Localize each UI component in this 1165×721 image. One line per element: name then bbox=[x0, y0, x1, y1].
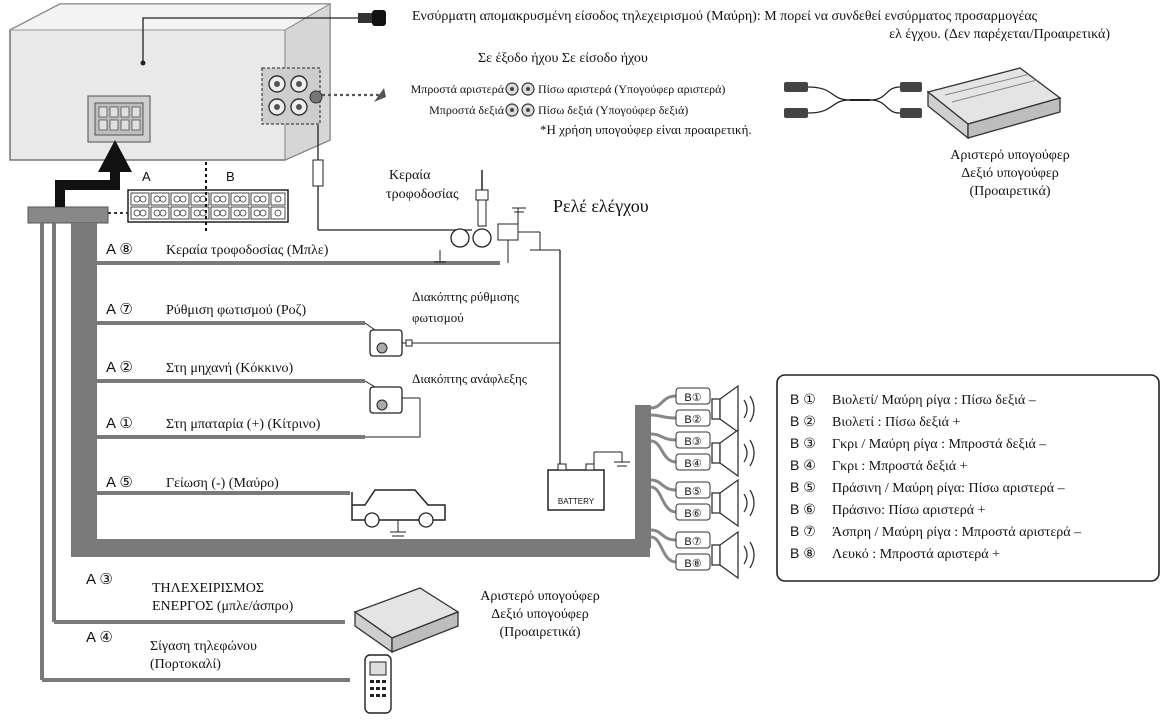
phone-icon bbox=[364, 654, 392, 714]
subwoofer-amp-top-icon bbox=[926, 67, 1062, 140]
wire-code-a7: A ⑦ bbox=[106, 301, 133, 318]
svg-text:B⑦: B⑦ bbox=[684, 536, 701, 548]
car-ground-icon bbox=[351, 489, 446, 537]
phone-mute-code: A ④ bbox=[86, 629, 113, 646]
rear-left-label: Πίσω αριστερά (Υπογούφερ αριστερά) bbox=[538, 82, 725, 96]
connector-label-b: B bbox=[226, 169, 235, 184]
iso-connector: A B bbox=[127, 162, 289, 232]
battery-icon: BATTERY bbox=[547, 451, 630, 511]
connector-label-a: A bbox=[142, 169, 151, 184]
wire-label-a7: Ρύθμιση φωτισμού (Ροζ) bbox=[166, 303, 306, 318]
speaker-legend-box bbox=[776, 374, 1160, 582]
subwoofer-top-line1: Αριστερό υπογούφερ bbox=[950, 148, 1069, 163]
legend-code: B ③ bbox=[790, 435, 816, 451]
remote-plug-icon bbox=[358, 10, 386, 26]
wire-code-a1: A ① bbox=[106, 415, 133, 432]
front-right-label: Μπροστά δεξιά bbox=[429, 103, 505, 117]
wire-code-a5: A ⑤ bbox=[106, 474, 133, 491]
legend-label: Λευκό : Μπροστά αριστερά + bbox=[832, 547, 1000, 562]
speaker-tag: B⑥ bbox=[675, 503, 711, 521]
remote-active-line2: ΕΝΕΡΓΟΣ (μπλε/άσπρο) bbox=[152, 599, 294, 614]
antenna-label-line2: τροφοδοσίας bbox=[386, 187, 459, 202]
subwoofer-bottom-line2: Δεξιό υπογούφερ bbox=[491, 607, 588, 622]
speaker-tag-list: B① B② B③ B④ B⑤ B⑥ B⑦ B⑧ bbox=[675, 387, 711, 571]
svg-text:B④: B④ bbox=[684, 458, 701, 470]
legend-label: Γκρι : Μπροστά δεξιά + bbox=[832, 459, 968, 474]
dimmer-switch-line1: Διακόπτης ρύθμισης bbox=[412, 289, 520, 304]
wire-label-a1: Στη μπαταρία (+) (Κίτρινο) bbox=[166, 417, 321, 432]
audio-io-header: Σε έξοδο ήχου Σε είσοδο ήχου bbox=[478, 51, 648, 66]
remote-input-line2: ελ έγχου. (Δεν παρέχεται/Προαιρετικά) bbox=[889, 27, 1110, 42]
head-unit bbox=[9, 3, 332, 161]
speaker-legend: B ① Βιολετί/ Μαύρη ρίγα : Πίσω δεξιά – B… bbox=[790, 391, 1082, 562]
legend-label: Βιολετί/ Μαύρη ρίγα : Πίσω δεξιά – bbox=[832, 393, 1037, 408]
wire-code-a8: A ⑧ bbox=[106, 241, 133, 258]
svg-text:B⑧: B⑧ bbox=[684, 558, 701, 570]
ignition-switch-label: Διακόπτης ανάφλεξης bbox=[412, 371, 528, 386]
remote-input-line1: Ενσύρματη απομακρυσμένη είσοδος τηλεχειρ… bbox=[412, 9, 1038, 24]
ignition-switch-icon bbox=[364, 380, 421, 438]
rca-cable bbox=[784, 82, 922, 118]
speaker-tag: B② bbox=[675, 409, 711, 427]
legend-code: B ⑧ bbox=[790, 545, 816, 561]
svg-text:B⑤: B⑤ bbox=[684, 486, 701, 498]
speaker-tag: B④ bbox=[675, 453, 711, 471]
phone-mute-line2: (Πορτοκαλί) bbox=[150, 657, 221, 672]
legend-label: Βιολετί : Πίσω δεξιά + bbox=[832, 415, 961, 430]
speaker-icon bbox=[711, 478, 755, 528]
legend-code: B ④ bbox=[790, 457, 816, 473]
wire-code-a2: A ② bbox=[106, 359, 133, 376]
wire-label-a2: Στη μηχανή (Κόκκινο) bbox=[166, 361, 294, 376]
speaker-icon bbox=[711, 428, 755, 478]
speaker-tag: B⑤ bbox=[675, 481, 711, 499]
rear-right-label: Πίσω δεξιά (Υπογούφερ δεξιά) bbox=[538, 103, 688, 117]
rca-jack-icons bbox=[505, 82, 535, 117]
svg-text:B②: B② bbox=[684, 414, 701, 426]
speaker-tag: B⑦ bbox=[675, 531, 711, 549]
dimmer-switch-icon bbox=[364, 322, 560, 357]
antenna-circuit bbox=[312, 125, 561, 470]
dimmer-switch-line2: φωτισμού bbox=[412, 310, 464, 325]
remote-active-line1: ΤΗΛΕΧΕΙΡΙΣΜΟΣ bbox=[152, 581, 264, 596]
subwoofer-amp-bottom-icon bbox=[353, 587, 460, 654]
wire-label-a8: Κεραία τροφοδοσίας (Μπλε) bbox=[166, 243, 329, 258]
subwoofer-top-line3: (Προαιρετικά) bbox=[969, 184, 1050, 199]
front-left-label: Μπροστά αριστερά bbox=[411, 82, 505, 96]
speaker-icon bbox=[711, 384, 755, 434]
legend-label: Γκρι / Μαύρη ρίγα : Μπροστά δεξιά – bbox=[832, 437, 1047, 452]
subwoofer-bottom-line1: Αριστερό υπογούφερ bbox=[480, 589, 599, 604]
remote-active-code: A ③ bbox=[86, 571, 113, 588]
speaker-tag: B③ bbox=[675, 431, 711, 449]
legend-code: B ⑤ bbox=[790, 479, 816, 495]
relay-label: Ρελέ ελέγχου bbox=[553, 196, 649, 216]
wire-label-a5: Γείωση (-) (Μαύρο) bbox=[166, 476, 279, 491]
legend-code: B ⑥ bbox=[790, 501, 816, 517]
speaker-tag: B⑧ bbox=[675, 553, 711, 571]
antenna-label-line1: Κεραία bbox=[389, 168, 431, 183]
legend-label: Άσπρη / Μαύρη ρίγα : Μπροστά αριστερά – bbox=[832, 525, 1082, 540]
svg-text:B③: B③ bbox=[684, 436, 701, 448]
svg-text:BATTERY: BATTERY bbox=[558, 497, 595, 506]
speaker-tag: B① bbox=[675, 387, 711, 405]
subwoofer-top-line2: Δεξιό υπογούφερ bbox=[961, 166, 1058, 181]
legend-code: B ② bbox=[790, 413, 816, 429]
legend-label: Πράσινο: Πίσω αριστερά + bbox=[832, 503, 986, 518]
legend-label: Πράσινη / Μαύρη ρίγα: Πίσω αριστερά – bbox=[832, 481, 1066, 496]
legend-code: B ① bbox=[790, 391, 816, 407]
wire-harness bbox=[27, 140, 651, 682]
svg-text:B①: B① bbox=[684, 392, 701, 404]
svg-text:B⑥: B⑥ bbox=[684, 508, 701, 520]
phone-mute-line1: Σίγαση τηλεφώνου bbox=[150, 639, 257, 654]
subwoofer-note: *Η χρήση υπογούφερ είναι προαιρετική. bbox=[540, 122, 752, 137]
speaker-icon bbox=[711, 530, 755, 580]
legend-code: B ⑦ bbox=[790, 523, 816, 539]
subwoofer-bottom-line3: (Προαιρετικά) bbox=[499, 625, 580, 640]
speaker-wires bbox=[650, 394, 677, 564]
